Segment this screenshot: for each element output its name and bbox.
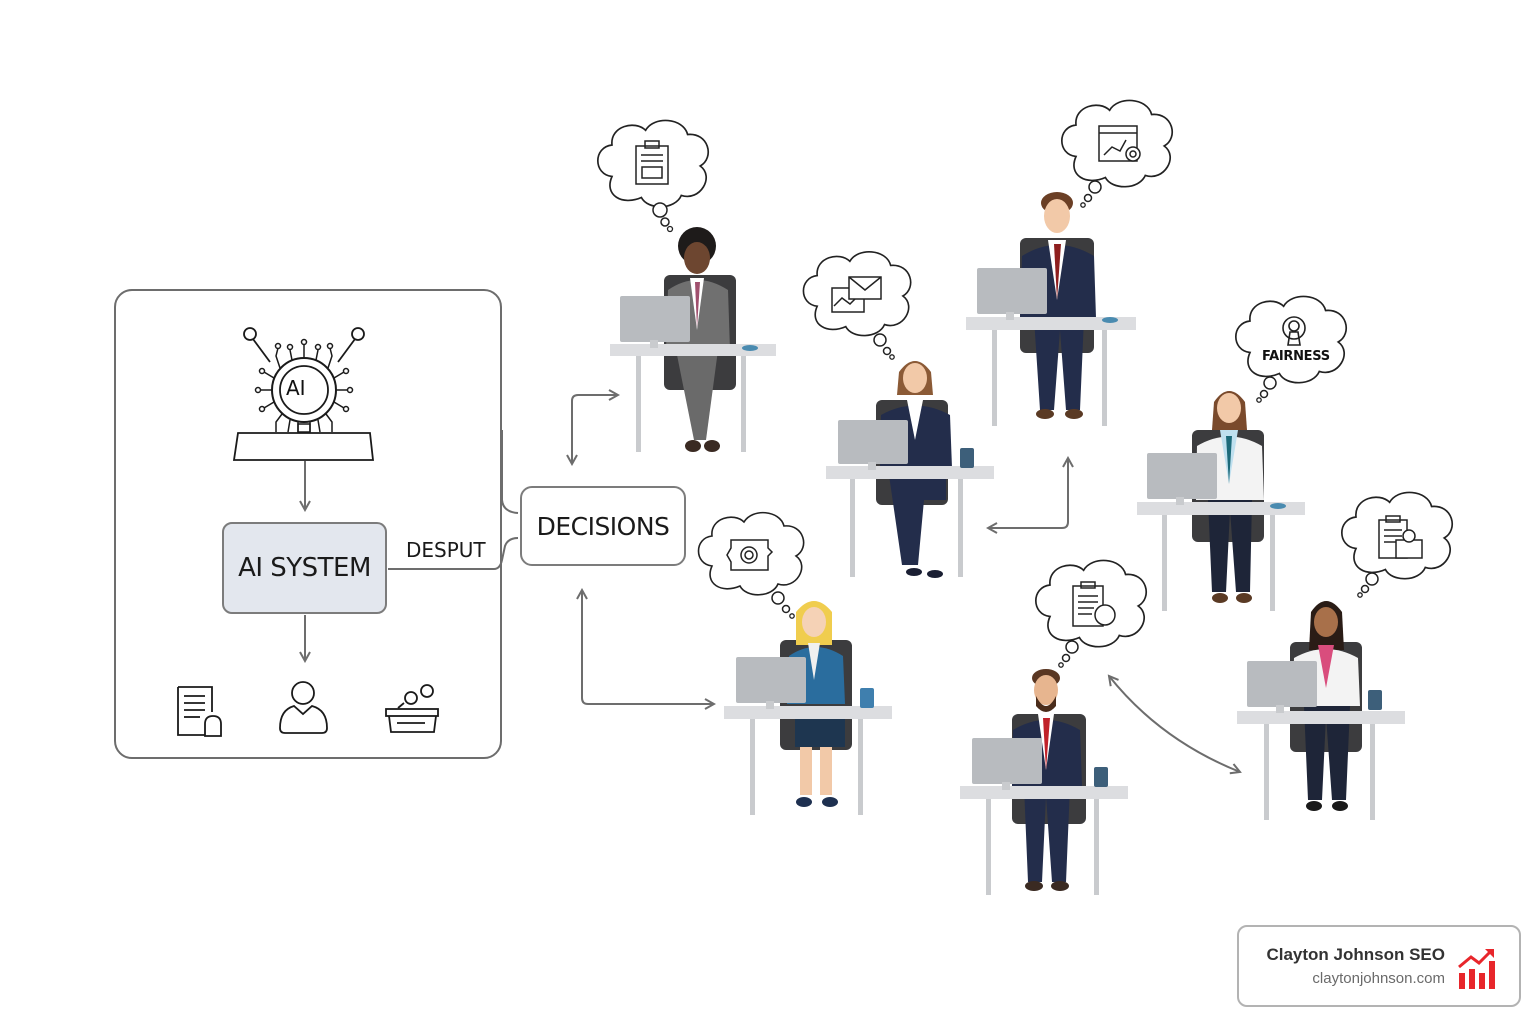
thought-bubble-worker2 bbox=[802, 250, 912, 360]
inbox-tray-icon bbox=[385, 684, 439, 733]
clipboard-icon bbox=[635, 140, 669, 185]
user-icon bbox=[279, 681, 328, 734]
brand-name: Clayton Johnson SEO bbox=[1266, 945, 1445, 964]
brand-card[interactable]: Clayton Johnson SEO claytonjohnson.com bbox=[1237, 925, 1521, 1007]
worker-5 bbox=[724, 601, 892, 815]
arrow-decisions-worker1 bbox=[572, 395, 618, 464]
thought-bubble-worker4 bbox=[1234, 295, 1348, 403]
arrow-worker6-worker7 bbox=[1109, 676, 1240, 772]
ai-system-label: AI SYSTEM bbox=[238, 553, 371, 583]
arrow-decisions-worker5 bbox=[582, 590, 714, 704]
bar-chart-trend-icon bbox=[1458, 949, 1495, 989]
connector-desput bbox=[388, 537, 519, 570]
email-chart-icon bbox=[831, 276, 882, 313]
clipboard-brain-icon bbox=[1072, 581, 1116, 627]
thought-bubble-worker1 bbox=[596, 119, 710, 233]
connector-panel-top bbox=[501, 430, 519, 514]
brand-url[interactable]: claytonjohnson.com bbox=[1312, 970, 1445, 987]
clipboard-person-icon bbox=[1378, 515, 1423, 559]
decisions-box: DECISIONS bbox=[520, 486, 686, 566]
worker-3 bbox=[966, 192, 1136, 426]
browser-gear-icon bbox=[1098, 125, 1141, 162]
worker-7 bbox=[1237, 601, 1405, 820]
thought-bubble-worker7 bbox=[1340, 491, 1454, 598]
worker-4 bbox=[1137, 391, 1305, 611]
thought-bubble-worker6 bbox=[1034, 559, 1148, 668]
thought-bubble-worker5 bbox=[697, 511, 805, 619]
fairness-icon bbox=[1282, 316, 1306, 346]
worker-2 bbox=[826, 361, 994, 578]
camera-scan-icon bbox=[726, 539, 774, 571]
ai-chip-icon bbox=[232, 327, 375, 461]
arrow-worker2-worker3 bbox=[988, 458, 1068, 528]
worker-1 bbox=[610, 227, 776, 452]
thought-bubble-worker3 bbox=[1060, 99, 1174, 208]
document-lock-icon bbox=[177, 686, 222, 737]
fairness-label: FAIRNESS bbox=[1262, 349, 1330, 364]
connector-label: DESPUT bbox=[406, 538, 486, 562]
worker-6 bbox=[960, 669, 1128, 895]
decisions-label: DECISIONS bbox=[536, 511, 670, 541]
ai-chip-label: AI bbox=[286, 376, 306, 400]
ai-panel bbox=[114, 289, 502, 759]
ai-system-box: AI SYSTEM bbox=[222, 522, 387, 614]
